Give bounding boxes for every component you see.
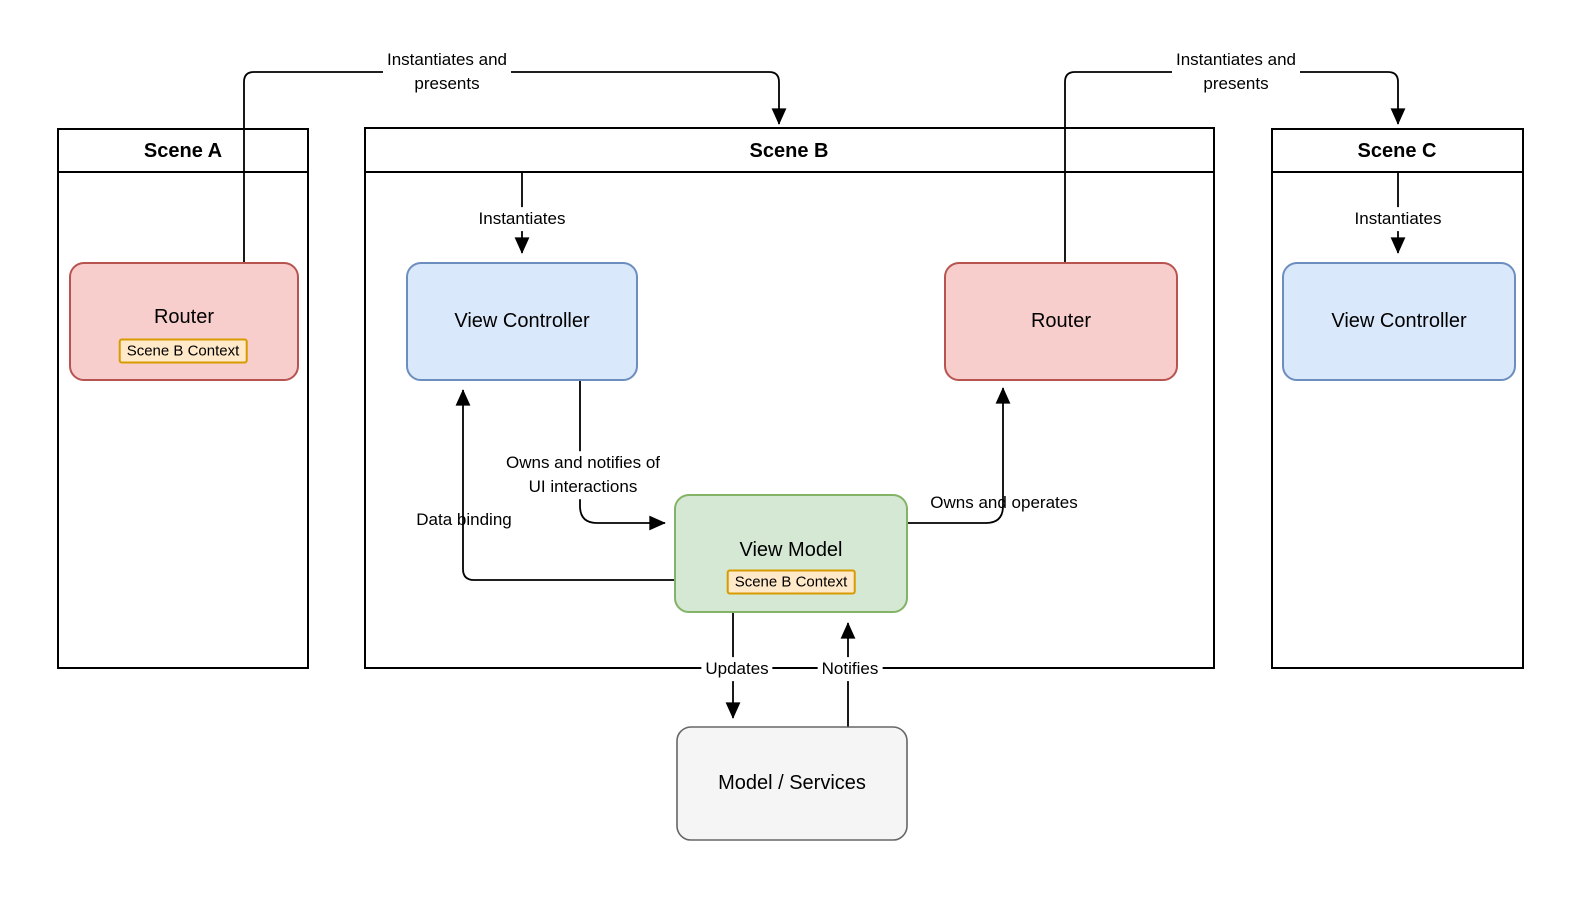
router-b-label: Router: [1030, 310, 1092, 332]
view-controller-b-node: [406, 262, 638, 381]
edge-viewmodel-databinding-vc: [455, 389, 675, 581]
edge-label-instantiates-presents-right: Instantiates and presents: [1171, 48, 1301, 96]
view-controller-b-label: View Controller: [454, 310, 590, 332]
edge-label-data-binding: Data binding: [416, 510, 512, 530]
router-b-node: [944, 262, 1178, 381]
router-a-context-badge: Scene B Context: [118, 338, 248, 364]
view-model-context-badge: Scene B Context: [726, 569, 856, 595]
model-services-node: [676, 726, 908, 841]
scene-a-title: Scene A: [143, 140, 223, 162]
edge-label-instantiates-scene-c: Instantiates: [1350, 207, 1446, 231]
model-services-label: Model / Services: [718, 772, 866, 794]
edge-label-line: presents: [414, 74, 480, 93]
scene-b-title: Scene B: [749, 140, 829, 162]
edge-label-line: UI interactions: [528, 477, 638, 496]
edge-label-owns-notifies: Owns and notifies of UI interactions: [501, 451, 665, 499]
edge-vc-owns-notifies-viewmodel: [579, 380, 666, 531]
edge-label-owns-operates: Owns and operates: [930, 493, 1078, 513]
edge-label-line: presents: [1203, 74, 1269, 93]
scene-a-box: [57, 128, 309, 669]
edge-router-a-to-scene-b: [243, 71, 787, 263]
edge-label-instantiates-scene-b: Instantiates: [474, 207, 570, 231]
edge-label-instantiates-presents-left: Instantiates and presents: [382, 48, 512, 96]
edge-label-line: Instantiates and: [1175, 50, 1297, 70]
edge-label-updates: Updates: [701, 657, 773, 681]
view-model-label: View Model: [739, 539, 843, 561]
router-a-label: Router: [153, 306, 215, 328]
edge-label-notifies: Notifies: [817, 657, 883, 681]
edge-label-line: Instantiates and: [386, 50, 508, 70]
view-controller-c-node: [1282, 262, 1516, 381]
edge-label-line: Owns and notifies of: [505, 453, 661, 473]
view-controller-c-label: View Controller: [1331, 310, 1467, 332]
scene-c-title: Scene C: [1357, 140, 1437, 162]
edge-viewmodel-owns-operates-router: [907, 387, 1011, 524]
